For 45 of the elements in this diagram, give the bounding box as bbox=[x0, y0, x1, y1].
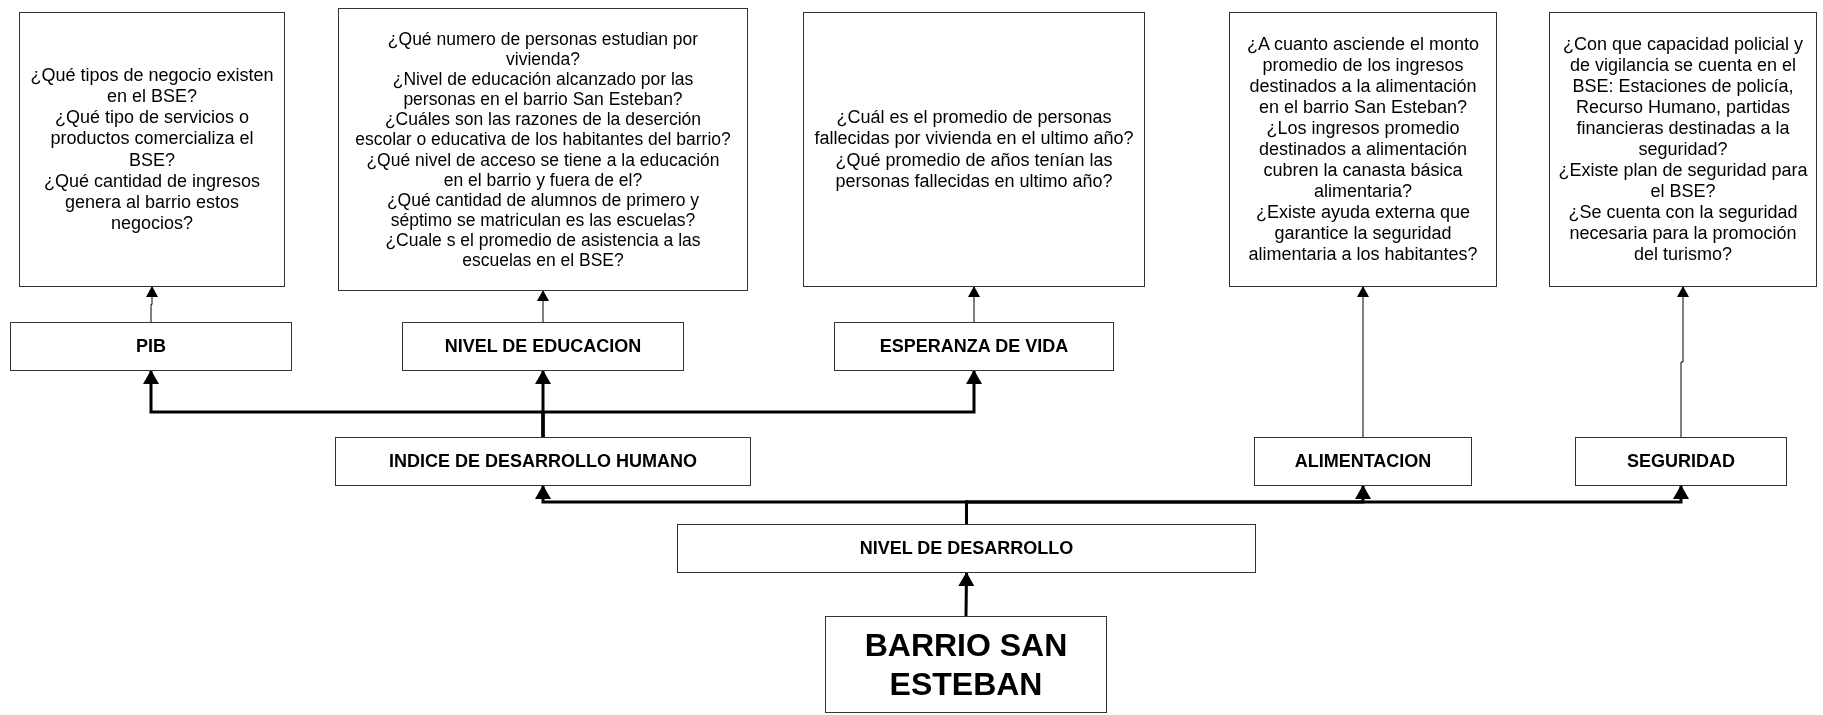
box-label: INDICE DE DESARROLLO HUMANO bbox=[389, 451, 697, 472]
question-text: ¿Qué tipos de negocio existen en el BSE? bbox=[29, 65, 275, 108]
question-text: ¿Qué cantidad de ingresos genera al barrio estos negocios? bbox=[42, 170, 262, 234]
question-text: ¿Existe ayuda externa que garantice la seguridad alimentaria a los habitantes? bbox=[1247, 202, 1479, 266]
question-text: ¿Qué promedio de años tenían las personas fallecidas en ultimo año? bbox=[834, 149, 1114, 192]
question-text: ¿Qué nivel de acceso se tiene a la educación en el barrio y fuera de el? bbox=[365, 149, 721, 190]
question-text: ¿Cuál es el promedio de personas fallecidas por vivienda en el ultimo año? bbox=[813, 107, 1135, 150]
box-label: ALIMENTACION bbox=[1294, 451, 1432, 472]
question-text: ¿Existe plan de seguridad para el BSE? bbox=[1558, 160, 1808, 203]
question-text: ¿Nivel de educación alcanzado por las personas en el barrio San Esteban? bbox=[391, 69, 695, 110]
arrow bbox=[541, 370, 982, 437]
box-label: NIVEL DE EDUCACION bbox=[444, 336, 642, 357]
question-box bbox=[19, 12, 285, 287]
arrow bbox=[958, 572, 975, 616]
question-text: ¿Los ingresos promedio destinados a alimentación cubren la canasta básica alimentaria? bbox=[1257, 117, 1469, 203]
question-text: ¿Cuale s el promedio de asistencia a las escuelas en el BSE? bbox=[384, 230, 702, 271]
question-text: ¿Qué cantidad de alumnos de primero y séptimo se matriculan es las escuelas? bbox=[385, 189, 701, 230]
root-box bbox=[825, 616, 1107, 713]
question-box bbox=[338, 8, 748, 291]
indicator-box bbox=[402, 322, 684, 371]
arrow bbox=[146, 286, 158, 323]
question-box bbox=[1549, 12, 1817, 287]
arrow bbox=[1357, 286, 1369, 438]
level-box bbox=[677, 524, 1256, 573]
indicator-box bbox=[10, 322, 292, 371]
question-text: ¿Con que capacidad policial y de vigilancia se cuenta en el BSE: Estaciones de policía, Recurso Humano, partidas financieras destinadas a la seguridad? bbox=[1561, 33, 1805, 160]
arrow bbox=[1677, 286, 1689, 438]
question-text: ¿Qué numero de personas estudian por vivienda? bbox=[386, 28, 700, 69]
arrow bbox=[537, 290, 549, 323]
question-text: ¿Qué tipo de servicios o productos comercializa el BSE? bbox=[49, 107, 255, 171]
box-label: ESPERANZA DE VIDA bbox=[879, 336, 1069, 357]
category-box bbox=[1254, 437, 1472, 486]
box-label: SEGURIDAD bbox=[1627, 451, 1735, 472]
category-box bbox=[335, 437, 751, 486]
box-label: NIVEL DE DESARROLLO bbox=[859, 538, 1074, 559]
question-text: ¿A cuanto asciende el monto promedio de los ingresos destinados a la alimentación en el barrio San Esteban? bbox=[1245, 33, 1481, 118]
question-text: ¿Se cuenta con la seguridad necesaria para la promoción del turismo? bbox=[1567, 202, 1799, 266]
box-label: PIB bbox=[136, 336, 166, 357]
question-box bbox=[803, 12, 1145, 287]
question-text: ¿Cuáles son las razones de la deserción escolar o educativa de los habitantes del barrio? bbox=[355, 109, 731, 150]
box-label: BARRIO SAN ESTEBAN bbox=[863, 626, 1069, 703]
category-box bbox=[1575, 437, 1787, 486]
question-box bbox=[1229, 12, 1497, 287]
indicator-box bbox=[834, 322, 1114, 371]
arrow bbox=[968, 286, 980, 323]
